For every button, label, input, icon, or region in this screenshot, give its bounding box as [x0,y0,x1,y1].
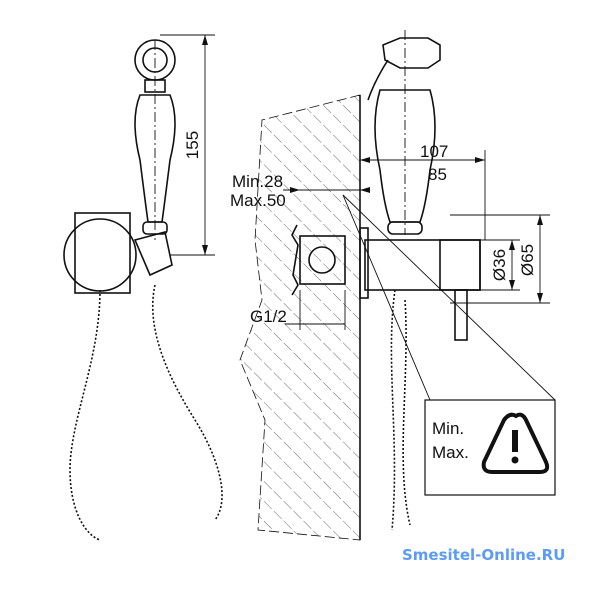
warning-max: Max. [432,443,469,462]
side-view: 107 85 Min.28 Max.50 G1/2 Ø36 Ø65 Min. M… [230,30,556,541]
hose-right [151,284,223,521]
hose-side [390,289,396,531]
hose-left [69,289,101,541]
warning-min: Min. [432,419,464,438]
mixer-body [364,239,481,291]
warning-triangle-icon [481,412,550,474]
dim-height-155: 155 [183,131,202,159]
wall-box [299,235,346,285]
dim-max-50: Max.50 [230,191,286,210]
dim-85: 85 [428,165,447,184]
front-view: 155 [63,34,223,541]
dim-thread-g12: G1/2 [250,307,287,326]
dim-min-28: Min.28 [232,172,283,191]
wall-bracket [74,212,131,294]
dim-107: 107 [420,142,448,161]
shower-head [382,37,441,69]
dim-dia-65: Ø65 [518,244,537,276]
dim-dia-36: Ø36 [490,249,509,281]
watermark: Smesitel-Online.RU [402,546,565,564]
